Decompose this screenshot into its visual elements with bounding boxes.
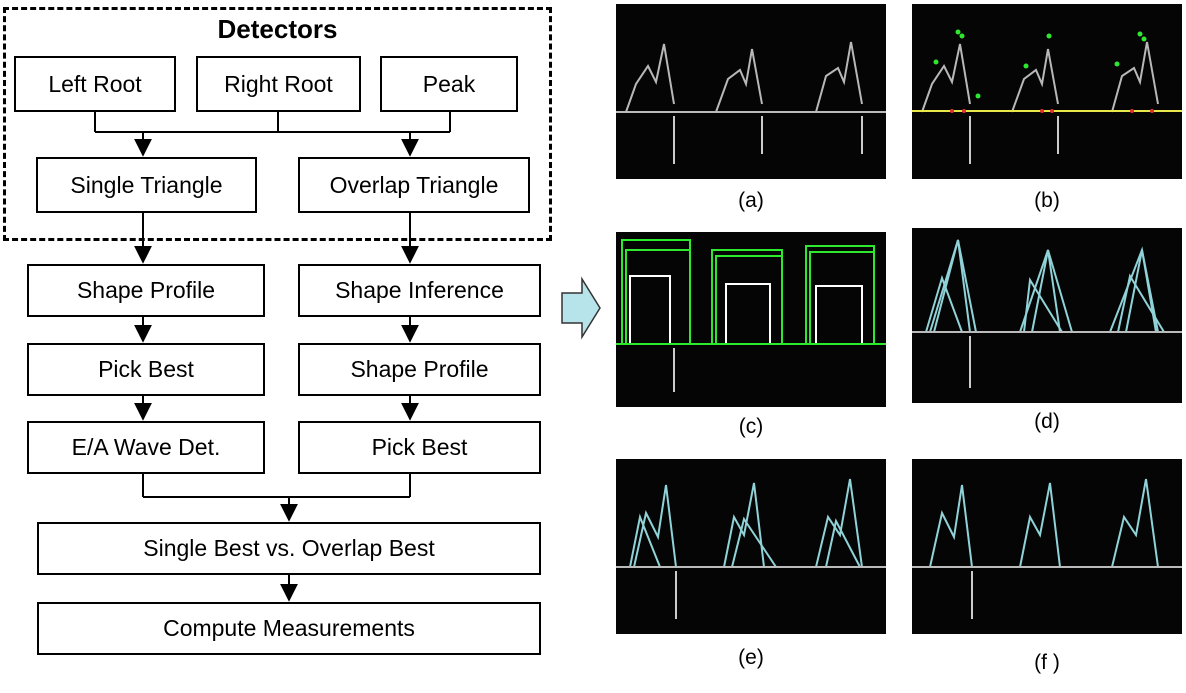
detectors-group-title: Detectors <box>217 14 338 44</box>
panel-a-doppler-image <box>616 4 886 179</box>
node-shape-profile-left: Shape Profile <box>27 264 265 317</box>
panel-a-caption: (a) <box>738 189 764 212</box>
node-compute-measurements: Compute Measurements <box>37 602 541 655</box>
node-shape-profile-right: Shape Profile <box>298 343 541 396</box>
node-pick-best-right: Pick Best <box>298 421 541 474</box>
panel-c-doppler-image <box>616 232 886 407</box>
node-right-root: Right Root <box>196 56 361 112</box>
node-peak: Peak <box>380 56 518 112</box>
panel-b-doppler-image <box>912 4 1182 179</box>
panel-e-caption: (e) <box>738 646 764 669</box>
detectors-group-frame <box>3 7 552 241</box>
panel-d-doppler-image <box>912 228 1182 403</box>
panel-b-caption: (b) <box>1034 189 1060 212</box>
node-left-root: Left Root <box>14 56 176 112</box>
node-pick-best-left: Pick Best <box>27 343 265 396</box>
panel-d-caption: (d) <box>1034 410 1060 433</box>
panel-f-caption: (f ) <box>1034 651 1060 674</box>
right-arrow-icon <box>561 276 601 340</box>
node-shape-inference: Shape Inference <box>298 264 541 317</box>
node-overlap-triangle: Overlap Triangle <box>298 157 530 213</box>
node-single-vs-overlap: Single Best vs. Overlap Best <box>37 522 541 575</box>
node-ea-wave-det: E/A Wave Det. <box>27 421 265 474</box>
panel-e-doppler-image <box>616 459 886 634</box>
panel-f-doppler-image <box>912 459 1182 634</box>
node-single-triangle: Single Triangle <box>36 157 257 213</box>
panel-c-caption: (c) <box>738 415 764 438</box>
